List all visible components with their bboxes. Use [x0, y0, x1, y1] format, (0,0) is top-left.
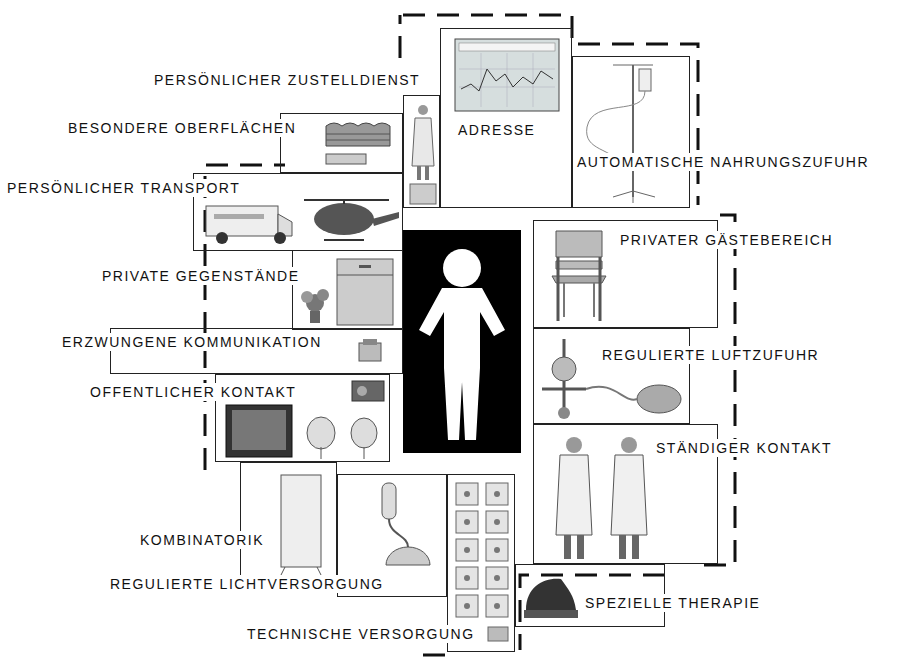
- box-frame: [440, 28, 572, 208]
- labelled-box: PERSÖNLICHER TRANSPORT: [5, 173, 403, 251]
- labelled-box: BESONDERE OBERFLÄCHEN: [66, 113, 403, 173]
- person-figure: [419, 249, 505, 440]
- box-label: REGULIERTE LUFTZUFUHR: [600, 346, 821, 364]
- box-picture: [241, 463, 338, 578]
- labelled-box: TECHNISCHE VERSORGUNG: [245, 474, 515, 652]
- box-label: TECHNISCHE VERSORGUNG: [245, 625, 477, 643]
- labelled-box: STÄNDIGER KONTAKT: [533, 424, 834, 564]
- box-label: SPEZIELLE THERAPIE: [583, 594, 762, 612]
- labelled-box: OFFENTLICHER KONTAKT: [88, 374, 390, 462]
- box-label: REGULIERTE LICHTVERSORGUNG: [108, 575, 386, 593]
- box-picture: [404, 96, 441, 209]
- box-frame: [403, 95, 440, 208]
- box-label: ADRESSE: [456, 121, 537, 139]
- labelled-box: ADRESSE: [440, 28, 572, 208]
- labelled-box: PRIVATER GÄSTEBEREICH: [533, 220, 835, 328]
- box-label: BESONDERE OBERFLÄCHEN: [66, 119, 298, 137]
- box-frame: [280, 113, 403, 173]
- box-picture: [281, 114, 404, 174]
- box-label: PRIVATE GEGENSTÄNDE: [100, 267, 302, 285]
- labelled-box: REGULIERTE LUFTZUFUHR: [533, 328, 821, 424]
- box-label: KOMBINATORIK: [138, 531, 266, 549]
- person-panel: [403, 230, 521, 453]
- labelled-box: ERZWUNGENE KOMMUNIKATION: [60, 328, 403, 374]
- box-frame: [240, 462, 337, 577]
- box-frame: [572, 56, 690, 208]
- box-picture: [293, 251, 404, 331]
- box-label: PERSÖNLICHER ZUSTELLDIENST: [152, 71, 422, 89]
- box-frame: [533, 328, 690, 424]
- box-frame: [292, 250, 403, 330]
- box-label: OFFENTLICHER KONTAKT: [88, 383, 298, 401]
- box-label: ERZWUNGENE KOMMUNIKATION: [60, 333, 324, 351]
- labelled-box: SPEZIELLE THERAPIE: [515, 564, 762, 627]
- box-picture: [534, 329, 691, 425]
- box-picture: [573, 57, 691, 209]
- box-label: PERSÖNLICHER TRANSPORT: [5, 179, 242, 197]
- box-picture: [441, 29, 573, 209]
- labelled-box: AUTOMATISCHE NAHRUNGSZUFUHR: [572, 56, 871, 208]
- box-label: AUTOMATISCHE NAHRUNGSZUFUHR: [575, 153, 871, 171]
- labelled-box: KOMBINATORIK: [138, 462, 337, 577]
- box-label: PRIVATER GÄSTEBEREICH: [618, 231, 835, 249]
- labelled-box: PRIVATE GEGENSTÄNDE: [100, 250, 403, 330]
- box-label: STÄNDIGER KONTAKT: [654, 439, 834, 457]
